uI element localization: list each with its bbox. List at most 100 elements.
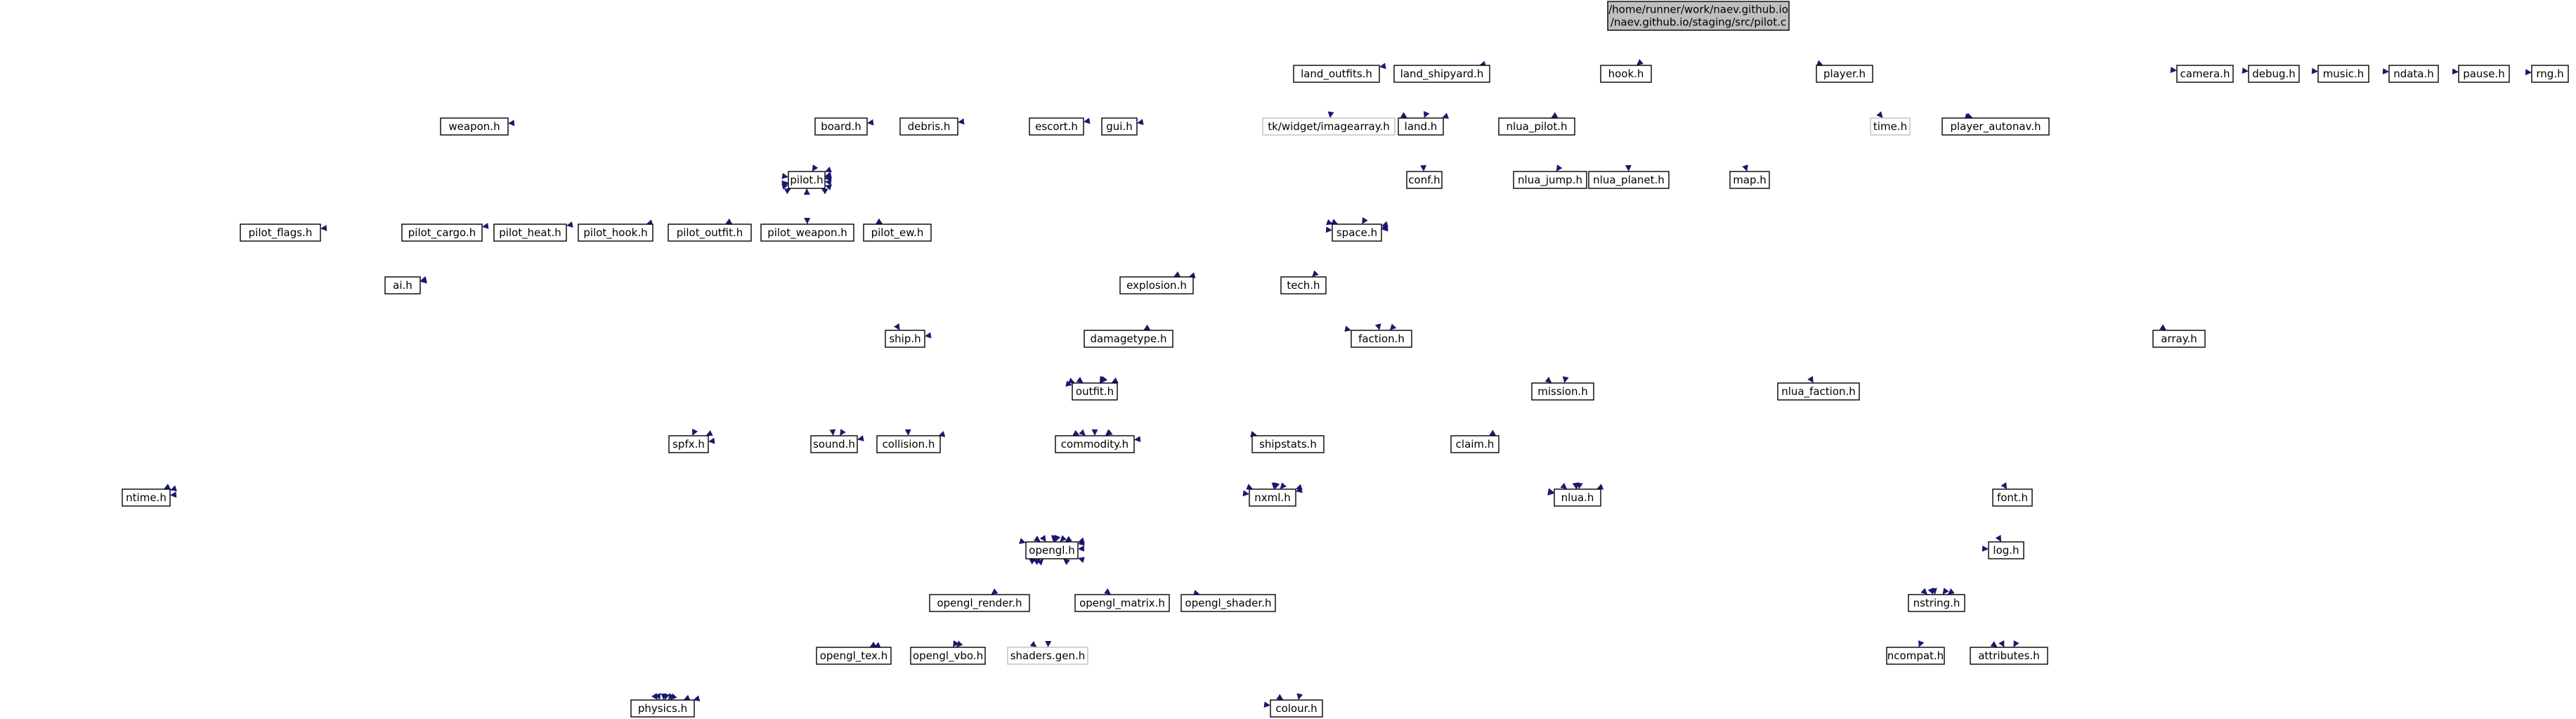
node-label: nxml.h bbox=[1254, 491, 1290, 504]
node-claim-h[interactable]: claim.h bbox=[1450, 435, 1500, 453]
node-hook-h[interactable]: hook.h bbox=[1600, 65, 1652, 83]
node-label: claim.h bbox=[1456, 438, 1495, 451]
node-player-autonav-h[interactable]: player_autonav.h bbox=[1941, 117, 2050, 136]
node-ship-h[interactable]: ship.h bbox=[885, 330, 925, 348]
node-label: physics.h bbox=[638, 702, 687, 715]
node-box bbox=[2531, 65, 2569, 83]
node-label: rng.h bbox=[2536, 67, 2563, 80]
node-box bbox=[1531, 382, 1594, 401]
node-box bbox=[2458, 65, 2510, 83]
edge-player-h-to-player-autonav-h bbox=[1964, 112, 1972, 119]
node-nstring-h[interactable]: nstring.h bbox=[1908, 594, 1965, 612]
node-box bbox=[910, 647, 986, 665]
edge-pilot-hook-h-to-pilot-h bbox=[781, 183, 788, 190]
node-pilot-cargo-h[interactable]: pilot_cargo.h bbox=[401, 224, 483, 242]
node-font-h[interactable]: font.h bbox=[1992, 488, 2033, 507]
node-log-h[interactable]: log.h bbox=[1988, 541, 2024, 559]
node-land-shipyard-h[interactable]: land_shipyard.h bbox=[1393, 65, 1490, 83]
node-music-h[interactable]: music.h bbox=[2317, 65, 2369, 83]
edge-pilot-h-to-pilot-outfit-h bbox=[725, 218, 733, 224]
node-box bbox=[1600, 65, 1652, 83]
node-sound-h[interactable]: sound.h bbox=[810, 435, 858, 453]
node-physics-h[interactable]: physics.h bbox=[630, 699, 695, 718]
edge-debris-h-to-pilot-h bbox=[825, 166, 833, 173]
node-label: ntime.h bbox=[126, 491, 167, 504]
node-debris-h[interactable]: debris.h bbox=[899, 117, 958, 136]
edge-spfx-h-to-opengl-h bbox=[1019, 538, 1026, 544]
node-mission-h[interactable]: mission.h bbox=[1531, 382, 1594, 401]
node-tech-h[interactable]: tech.h bbox=[1280, 276, 1327, 294]
node-rng-h[interactable]: rng.h bbox=[2531, 65, 2569, 83]
node-pilot-heat-h[interactable]: pilot_heat.h bbox=[493, 224, 567, 242]
edge-nlua-jump-h-to-nlua-h bbox=[1573, 482, 1580, 489]
node-label: pilot_outfit.h bbox=[677, 226, 743, 240]
node-label: spfx.h bbox=[672, 438, 705, 451]
node-board-h[interactable]: board.h bbox=[814, 117, 868, 136]
node-nlua-h[interactable]: nlua.h bbox=[1554, 488, 1601, 507]
node-box bbox=[1941, 117, 2050, 136]
node-explosion-h[interactable]: explosion.h bbox=[1119, 276, 1194, 294]
node-nlua-jump-h[interactable]: nlua_jump.h bbox=[1513, 171, 1587, 189]
edge-array-h-to-attributes-h bbox=[2013, 640, 2019, 647]
node-pilot-hook-h[interactable]: pilot_hook.h bbox=[578, 224, 653, 242]
node-ntime-h[interactable]: ntime.h bbox=[122, 488, 171, 507]
node-opengl-vbo-h[interactable]: opengl_vbo.h bbox=[910, 647, 986, 665]
node-array-h[interactable]: array.h bbox=[2152, 330, 2206, 348]
node-debug-h[interactable]: debug.h bbox=[2248, 65, 2300, 83]
node-collision-h[interactable]: collision.h bbox=[876, 435, 941, 453]
node-attributes-h[interactable]: attributes.h bbox=[1970, 647, 2048, 665]
node-map-h[interactable]: map.h bbox=[1729, 171, 1770, 189]
node-colour-h[interactable]: colour.h bbox=[1270, 699, 1323, 718]
node-pilot-ew-h[interactable]: pilot_ew.h bbox=[863, 224, 932, 242]
node-opengl-shader-h[interactable]: opengl_shader.h bbox=[1180, 594, 1276, 612]
node-land-h[interactable]: land.h bbox=[1398, 117, 1444, 136]
node-commodity-h[interactable]: commodity.h bbox=[1055, 435, 1135, 453]
node-opengl-tex-h[interactable]: opengl_tex.h bbox=[816, 647, 892, 665]
node-camera-h[interactable]: camera.h bbox=[2176, 65, 2234, 83]
node-faction-h[interactable]: faction.h bbox=[1351, 330, 1412, 348]
node-outfit-h[interactable]: outfit.h bbox=[1072, 382, 1118, 401]
node-opengl-render-h[interactable]: opengl_render.h bbox=[929, 594, 1030, 612]
node-label: shaders.gen.h bbox=[1010, 649, 1086, 662]
node-label: nstring.h bbox=[1913, 597, 1960, 609]
node-opengl-h[interactable]: opengl.h bbox=[1025, 541, 1079, 559]
node-conf-h[interactable]: conf.h bbox=[1406, 171, 1443, 189]
edge-nlua-jump-h-to-space-h bbox=[1381, 221, 1388, 228]
node-player-h[interactable]: player.h bbox=[1816, 65, 1873, 83]
node-nxml-h[interactable]: nxml.h bbox=[1249, 488, 1296, 507]
node-label: log.h bbox=[1993, 544, 2019, 557]
node-shipstats-h[interactable]: shipstats.h bbox=[1251, 435, 1325, 453]
node-nlua-faction-h[interactable]: nlua_faction.h bbox=[1777, 382, 1860, 401]
node-box bbox=[630, 699, 695, 718]
node-pilot-weapon-h[interactable]: pilot_weapon.h bbox=[760, 224, 854, 242]
node-damagetype-h[interactable]: damagetype.h bbox=[1084, 330, 1173, 348]
edge-damagetype-h-to-outfit-h bbox=[1100, 375, 1107, 383]
node-label: player_autonav.h bbox=[1950, 120, 2041, 134]
node-pilot-h[interactable]: pilot.h bbox=[788, 171, 826, 189]
node-land-outfits-h[interactable]: land_outfits.h bbox=[1293, 65, 1380, 83]
node-nlua-pilot-h[interactable]: nlua_pilot.h bbox=[1498, 117, 1575, 136]
edge-escort-h-to-physics-h bbox=[668, 693, 675, 700]
node-pilot-outfit-h[interactable]: pilot_outfit.h bbox=[668, 224, 752, 242]
node-opengl-matrix-h[interactable]: opengl_matrix.h bbox=[1074, 594, 1170, 612]
node-box bbox=[1293, 65, 1380, 83]
node-ai-h[interactable]: ai.h bbox=[384, 276, 421, 294]
node-gui-h[interactable]: gui.h bbox=[1101, 117, 1138, 136]
node-pilot-flags-h[interactable]: pilot_flags.h bbox=[240, 224, 321, 242]
node-ncompat-h[interactable]: ncompat.h bbox=[1886, 647, 1945, 665]
node-space-h[interactable]: space.h bbox=[1332, 224, 1382, 242]
node-nlua-planet-h[interactable]: nlua_planet.h bbox=[1588, 171, 1670, 189]
node-pause-h[interactable]: pause.h bbox=[2458, 65, 2510, 83]
node-box bbox=[863, 224, 932, 242]
node-box bbox=[1988, 541, 2024, 559]
node-box bbox=[1007, 647, 1088, 665]
node-label: land_outfits.h bbox=[1301, 67, 1372, 81]
node-spfx-h[interactable]: spfx.h bbox=[668, 435, 709, 453]
node-ndata-h[interactable]: ndata.h bbox=[2388, 65, 2439, 83]
edge-board-h-to-pilot-h bbox=[812, 164, 819, 171]
node-box bbox=[384, 276, 421, 294]
node-weapon-h[interactable]: weapon.h bbox=[440, 117, 509, 136]
node-escort-h[interactable]: escort.h bbox=[1029, 117, 1084, 136]
node-label: land.h bbox=[1405, 120, 1438, 133]
node-label: ndata.h bbox=[2393, 67, 2434, 80]
